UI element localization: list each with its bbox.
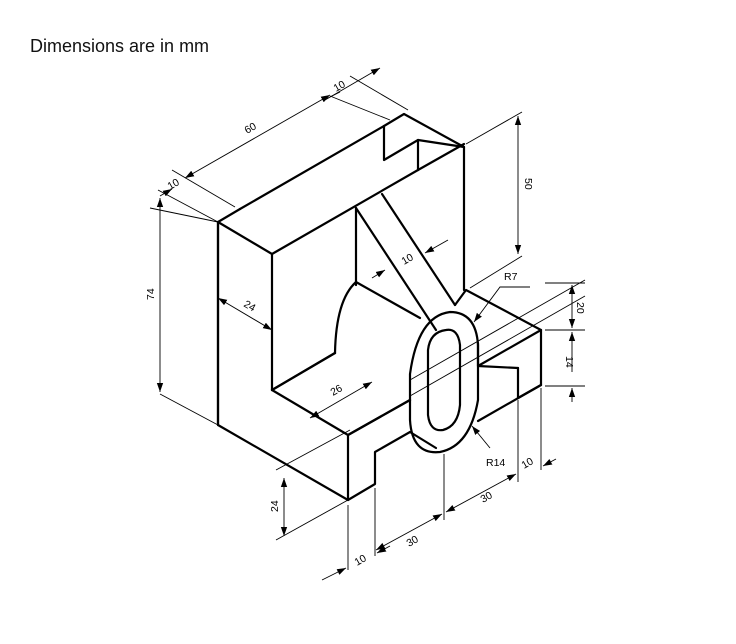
dimension-labels: 10 60 10 74 50 10 24 26 R7 20 14 R14 10 … xyxy=(145,78,586,568)
dim-74: 74 xyxy=(145,288,157,300)
dim-24-inner: 24 xyxy=(242,298,258,314)
dim-14: 14 xyxy=(563,356,575,368)
dim-30-right: 30 xyxy=(479,489,495,505)
dim-r14: R14 xyxy=(486,457,505,469)
dim-50: 50 xyxy=(522,178,534,190)
dim-30-left: 30 xyxy=(405,533,421,549)
dim-r7: R7 xyxy=(504,271,518,283)
drawing-note: Dimensions are in mm xyxy=(30,36,210,56)
dim-60: 60 xyxy=(243,120,259,136)
object-outline xyxy=(216,112,543,502)
dim-24-base: 24 xyxy=(269,500,281,512)
dim-26: 26 xyxy=(329,382,345,398)
dim-10-bottom-left: 10 xyxy=(353,552,369,568)
dim-20: 20 xyxy=(574,302,586,314)
dim-10-top-left: 10 xyxy=(166,176,182,192)
dimension-lines xyxy=(149,67,586,581)
dim-10-top-right: 10 xyxy=(332,78,348,94)
dim-10-rib: 10 xyxy=(400,251,416,267)
dim-10-bottom-right: 10 xyxy=(520,455,536,471)
